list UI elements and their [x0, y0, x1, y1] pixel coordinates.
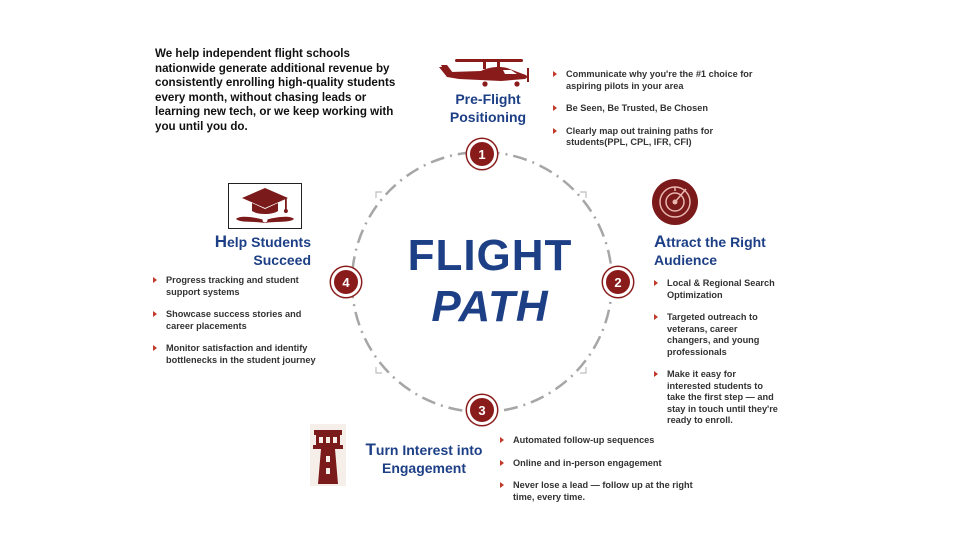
- list-item: Automated follow-up sequences: [500, 435, 700, 447]
- step-4-heading: Help Students Succeed: [170, 233, 311, 269]
- center-title-line1: FLIGHT: [407, 231, 573, 280]
- list-item: Showcase success stories and career plac…: [153, 309, 318, 332]
- radar-icon: [652, 179, 698, 225]
- step-2-title-line2: Audience: [654, 252, 718, 268]
- step-4-title-rest: elp Students: [226, 234, 311, 250]
- intro-paragraph: We help independent flight schools natio…: [155, 47, 396, 133]
- step-1-badge: 1: [467, 139, 497, 169]
- list-item: Communicate why you're the #1 choice for…: [553, 69, 768, 92]
- step-2-title-cap: A: [654, 232, 667, 251]
- step-2-badge: 2: [603, 267, 633, 297]
- list-item: Be Seen, Be Trusted, Be Chosen: [553, 103, 768, 115]
- step-3-title-rest: urn Interest into: [375, 442, 483, 458]
- step-4-bullets: Progress tracking and student support sy…: [153, 275, 318, 377]
- airplane-icon: [439, 59, 529, 87]
- list-item: Progress tracking and student support sy…: [153, 275, 318, 298]
- list-item: Monitor satisfaction and identify bottle…: [153, 343, 318, 366]
- step-1-bullets: Communicate why you're the #1 choice for…: [553, 69, 768, 160]
- step-3-title-cap: T: [365, 440, 376, 459]
- step-2-heading: Attract the Right Audience: [654, 233, 804, 269]
- step-3-badge: 3: [467, 395, 497, 425]
- step-4-title-cap: H: [214, 232, 227, 251]
- center-title: FLIGHT PATH: [380, 232, 600, 334]
- step-3-bullets: Automated follow-up sequences Online and…: [500, 435, 700, 514]
- step-1-title-line2: Positioning: [449, 109, 527, 125]
- step-1-heading: Pre-Flight Positioning: [432, 90, 544, 126]
- center-title-line2: PATH: [431, 282, 549, 331]
- list-item: Online and in-person engagement: [500, 458, 700, 470]
- graduation-cap-icon: [228, 183, 302, 229]
- list-item: Never lose a lead — follow up at the rig…: [500, 480, 700, 503]
- step-4-title-line2: Succeed: [253, 252, 311, 268]
- list-item: Local & Regional Search Optimization: [654, 278, 779, 301]
- step-2-title-rest: ttract the Right: [666, 234, 766, 250]
- step-3-heading: Turn Interest into Engagement: [354, 441, 494, 477]
- step-4-badge: 4: [331, 267, 361, 297]
- step-2-bullets: Local & Regional Search Optimization Tar…: [654, 278, 779, 438]
- list-item: Clearly map out training paths for stude…: [553, 126, 768, 149]
- corner-marks: [375, 191, 587, 374]
- list-item: Targeted outreach to veterans, career ch…: [654, 312, 779, 358]
- list-item: Make it easy for interested students to …: [654, 369, 779, 427]
- step-3-title-line2: Engagement: [381, 460, 466, 476]
- control-tower-icon: [310, 424, 346, 486]
- step-1-title-line1: Pre-Flight: [455, 91, 521, 107]
